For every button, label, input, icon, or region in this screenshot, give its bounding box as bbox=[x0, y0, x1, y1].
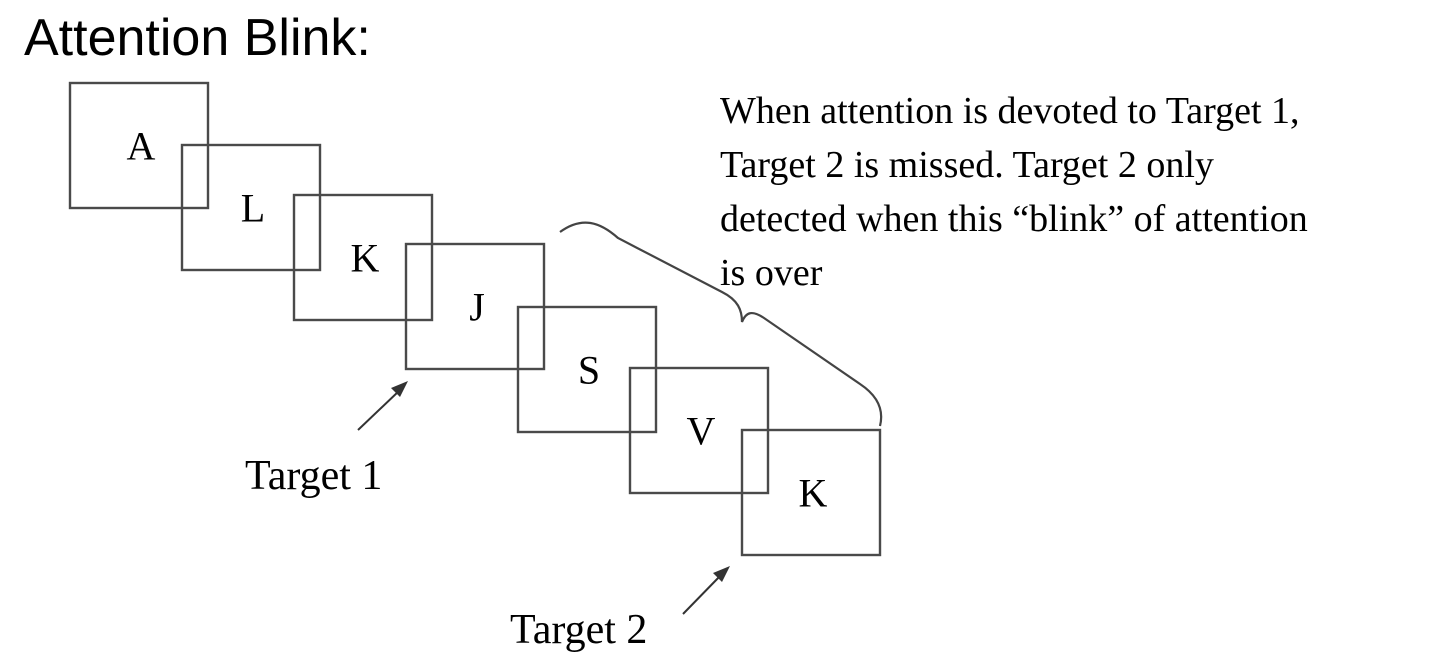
target-2-arrow bbox=[682, 566, 730, 615]
target-2-label: Target 2 bbox=[510, 607, 648, 653]
target-1-arrow bbox=[357, 381, 408, 431]
stream-item: S bbox=[516, 305, 658, 434]
stream-box bbox=[516, 305, 658, 434]
blink-period-brace bbox=[559, 221, 883, 427]
stream-item: L bbox=[180, 143, 322, 272]
stream-letter: S bbox=[578, 348, 600, 393]
description-line: is over bbox=[720, 252, 823, 294]
stream-box bbox=[292, 193, 434, 322]
stream-item: V bbox=[628, 366, 770, 495]
stream-item: A bbox=[68, 81, 210, 210]
blink-description: When attention is devoted to Target 1, T… bbox=[720, 84, 1435, 300]
stream-letter: L bbox=[241, 186, 265, 231]
slide-title: Attention Blink: bbox=[24, 9, 371, 67]
stream-letter: A bbox=[127, 124, 156, 169]
description-line: When attention is devoted to Target 1, bbox=[720, 90, 1300, 132]
description-line: Target 2 is missed. Target 2 only bbox=[720, 144, 1214, 186]
stream-item: K bbox=[740, 428, 882, 557]
target-1-label: Target 1 bbox=[245, 453, 383, 499]
stream-letter: J bbox=[469, 285, 485, 330]
letter-stream: A L K J S V K bbox=[68, 81, 882, 557]
stream-box bbox=[740, 428, 882, 557]
description-line: detected when this “blink” of attention bbox=[720, 198, 1308, 240]
stream-letter: K bbox=[799, 471, 828, 516]
stream-letter: V bbox=[687, 409, 716, 454]
stream-letter: K bbox=[351, 236, 380, 281]
stream-item: K bbox=[292, 193, 434, 322]
stream-box bbox=[180, 143, 322, 272]
